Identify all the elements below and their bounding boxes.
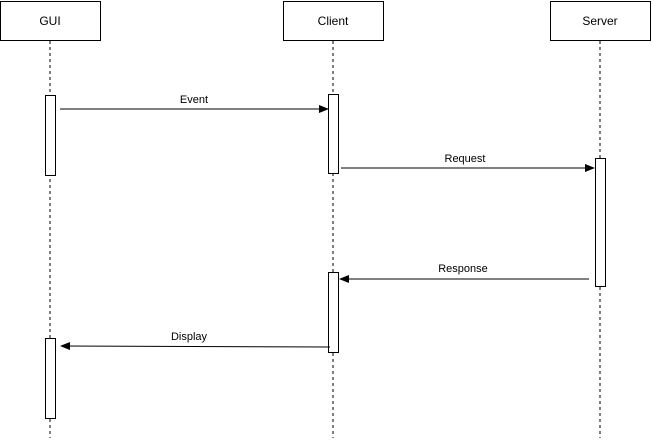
activation-gui-1 [45,95,56,176]
activation-server-1 [595,158,606,287]
participant-server-label: Server [582,14,617,28]
activation-client-2 [328,272,339,353]
participant-gui-label: GUI [39,14,60,28]
message-response-label: Response [438,263,488,275]
message-display-label: Display [171,331,208,343]
message-request-label: Request [445,153,486,165]
participant-client[interactable]: Client [283,1,384,41]
message-event-label: Event [180,94,208,106]
message-display-arrow [60,342,331,351]
activation-gui-2 [45,338,56,419]
participant-server[interactable]: Server [550,1,651,41]
message-display: Display [60,331,331,351]
message-response: Response [339,263,589,283]
message-request: Request [341,153,595,172]
message-event: Event [60,94,329,113]
participant-client-label: Client [318,14,349,28]
participant-gui[interactable]: GUI [0,1,101,41]
activation-client-1 [328,94,339,174]
